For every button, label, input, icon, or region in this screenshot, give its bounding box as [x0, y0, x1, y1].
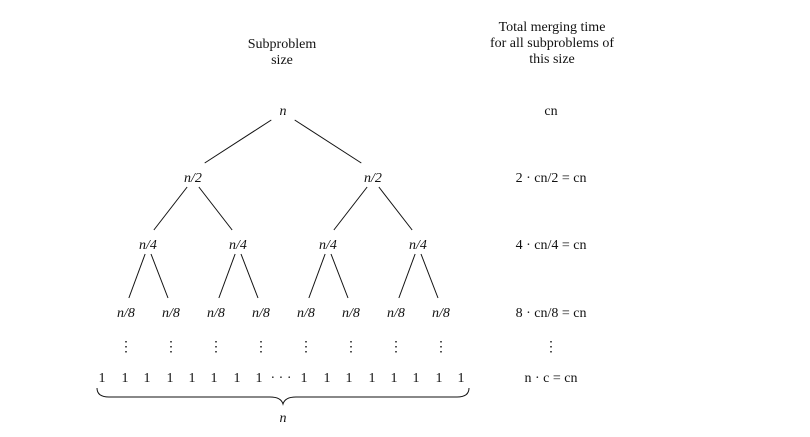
- edge-2-2-to-5: [330, 253, 349, 299]
- edge-0-0-to-0: [204, 119, 272, 164]
- vdots-0: ⋮: [119, 340, 133, 355]
- edge-1-0-to-1: [198, 186, 233, 231]
- edge-2-0-to-0: [128, 253, 146, 299]
- merging-time-header: Total merging time for all subproblems o…: [462, 20, 642, 68]
- leaf-ellipsis: · · ·: [271, 371, 292, 386]
- vdots-1: ⋮: [164, 340, 178, 355]
- level-costs: cn 2 · cn/2 = cn 4 · cn/4 = cn 8 · cn/8 = c…: [516, 104, 587, 386]
- leaf-brace: [96, 387, 470, 406]
- level-cost-1: 2 · cn/2 = cn: [516, 171, 587, 186]
- leaf-right-0: 1: [301, 371, 308, 386]
- vdots-6: ⋮: [389, 340, 403, 355]
- leaf-left-0: 1: [99, 371, 106, 386]
- edge-2-1-to-3: [240, 253, 259, 299]
- tree-nodes: n n/2 n/2 n/4 n/4 n/4 n/4 n/8 n/8 n/8 n/8 n/8 n/8 n/8…: [117, 104, 450, 321]
- leaf-left-6: 1: [234, 371, 241, 386]
- leaf-right-5: 1: [413, 371, 420, 386]
- node-level-2-1: n/4: [229, 238, 247, 253]
- subproblem-size-header: Subproblem size: [222, 37, 342, 69]
- node-level-3-6: n/8: [387, 306, 405, 321]
- level-cost-2: 4 · cn/4 = cn: [516, 238, 587, 253]
- leaf-left-1: 1: [122, 371, 129, 386]
- node-level-3-7: n/8: [432, 306, 450, 321]
- subproblem-size-header-line-1: Subproblem: [247, 37, 317, 52]
- edge-2-3-to-7: [420, 253, 439, 299]
- node-level-1-1: n/2: [364, 171, 382, 186]
- node-level-3-1: n/8: [162, 306, 180, 321]
- edge-2-2-to-4: [308, 253, 326, 299]
- edge-2-3-to-6: [398, 253, 416, 299]
- vdots-5: ⋮: [344, 340, 358, 355]
- node-level-3-2: n/8: [207, 306, 225, 321]
- brace-label: n: [280, 411, 287, 426]
- node-level-3-4: n/8: [297, 306, 315, 321]
- leaf-left-2: 1: [144, 371, 151, 386]
- leaf-right-1: 1: [324, 371, 331, 386]
- edge-1-1-to-2: [333, 186, 368, 231]
- leaf-right-2: 1: [346, 371, 353, 386]
- leaf-left-5: 1: [211, 371, 218, 386]
- leaf-left-4: 1: [189, 371, 196, 386]
- vertical-dots: ⋮ ⋮ ⋮ ⋮ ⋮ ⋮ ⋮ ⋮ ⋮: [119, 340, 558, 355]
- leaf-right-6: 1: [436, 371, 443, 386]
- vdots-7: ⋮: [434, 340, 448, 355]
- edge-1-0-to-0: [153, 186, 188, 231]
- leaf-right-3: 1: [369, 371, 376, 386]
- level-cost-3: 8 · cn/8 = cn: [516, 306, 587, 321]
- vdots-4: ⋮: [299, 340, 313, 355]
- node-level-1-0: n/2: [184, 171, 202, 186]
- node-level-2-3: n/4: [409, 238, 427, 253]
- node-level-3-5: n/8: [342, 306, 360, 321]
- leaf-right-4: 1: [391, 371, 398, 386]
- vdots-2: ⋮: [209, 340, 223, 355]
- merging-time-header-line-3: this size: [529, 52, 575, 67]
- tree-edges: [128, 119, 439, 299]
- merging-time-header-line-2: for all subproblems of: [489, 36, 615, 51]
- leaf-left-3: 1: [167, 371, 174, 386]
- edge-0-0-to-1: [294, 119, 362, 164]
- leaf-left-7: 1: [256, 371, 263, 386]
- merging-time-header-line-1: Total merging time: [498, 20, 606, 35]
- node-level-0-0: n: [280, 104, 287, 119]
- vdots-cost: ⋮: [544, 340, 558, 355]
- subproblem-size-header-line-2: size: [271, 53, 293, 68]
- leaf-level-cost: n · c = cn: [525, 371, 578, 386]
- node-level-2-2: n/4: [319, 238, 337, 253]
- edge-2-1-to-2: [218, 253, 236, 299]
- vdots-3: ⋮: [254, 340, 268, 355]
- node-level-3-0: n/8: [117, 306, 135, 321]
- node-level-2-0: n/4: [139, 238, 157, 253]
- leaf-right-7: 1: [458, 371, 465, 386]
- edge-2-0-to-1: [150, 253, 169, 299]
- level-cost-0: cn: [544, 104, 557, 119]
- edge-1-1-to-3: [378, 186, 413, 231]
- node-level-3-3: n/8: [252, 306, 270, 321]
